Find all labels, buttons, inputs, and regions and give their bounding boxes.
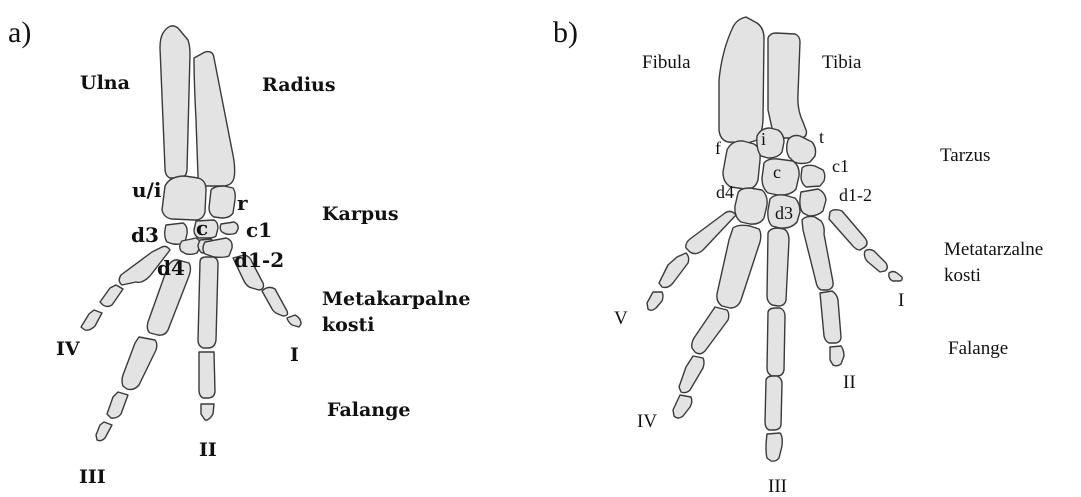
ulna-bone	[160, 26, 190, 178]
label-c1: c1	[246, 220, 272, 240]
digit-label-II-b: II	[843, 373, 856, 392]
carpal-r	[209, 186, 235, 218]
label-falange-a: Falange	[327, 401, 410, 420]
carpal-c1	[220, 222, 238, 234]
tarsal-t	[787, 136, 816, 164]
phalanx-V-1	[659, 253, 689, 288]
digit-label-V-b: V	[614, 309, 628, 328]
phalanx-II-2	[201, 404, 214, 420]
carpal-d4	[180, 238, 200, 254]
phalanx-II-1	[199, 352, 215, 398]
phalanx-IV-2	[679, 356, 704, 393]
tarsal-d4	[735, 188, 767, 224]
label-tibia: Tibia	[822, 53, 861, 72]
label-d4-b: d4	[716, 183, 734, 201]
digit-label-IV-b: IV	[637, 412, 657, 431]
label-f: f	[715, 139, 721, 157]
label-ulna: Ulna	[80, 74, 130, 93]
label-d12: d1-2	[234, 250, 284, 270]
label-d12-b: d1-2	[839, 186, 872, 204]
fibula-bone	[719, 17, 764, 143]
label-r: r	[237, 193, 248, 213]
phalanx-III-1	[122, 337, 157, 390]
label-c: c	[196, 218, 208, 238]
phalanx-IV-2	[81, 310, 102, 330]
metacarpal-II	[198, 257, 218, 348]
label-metatarzalne-line2: kosti	[944, 266, 981, 285]
digit-label-IV-a: IV	[56, 340, 80, 359]
digit-label-I-b: I	[898, 291, 904, 310]
phalanx-II-1	[820, 291, 841, 343]
carpal-d12	[203, 238, 232, 257]
phalanx-V-2	[647, 292, 663, 310]
phalanx-III-2	[765, 376, 782, 430]
tibia-bone	[768, 33, 807, 138]
phalanx-II-2	[830, 346, 844, 366]
label-karpus: Karpus	[322, 205, 399, 224]
label-fibula: Fibula	[642, 53, 691, 72]
metatarsal-III	[767, 228, 789, 306]
label-i: i	[761, 130, 766, 148]
phalanx-I-1	[864, 250, 887, 273]
label-t: t	[819, 128, 824, 146]
label-falange-b: Falange	[948, 339, 1008, 358]
phalanx-I-1	[262, 287, 288, 316]
radius-bone	[194, 52, 235, 186]
phalanx-IV-3	[673, 395, 692, 418]
carpal-ui	[162, 176, 206, 220]
tarsal-c1	[801, 165, 825, 187]
digit-label-III-a: III	[79, 468, 106, 487]
label-d3: d3	[131, 225, 159, 245]
label-d3-b: d3	[775, 204, 793, 222]
phalanx-I-2	[287, 315, 301, 327]
digit-label-I-a: I	[290, 346, 299, 365]
label-tarzus: Tarzus	[940, 146, 990, 165]
phalanx-I-2	[889, 272, 902, 282]
tarsal-d12	[800, 189, 826, 216]
label-ui: u/i	[132, 180, 161, 200]
label-radius: Radius	[262, 76, 336, 95]
metatarsal-IV	[717, 225, 761, 308]
phalanx-III-3	[766, 433, 782, 461]
label-c-b: c	[773, 163, 781, 181]
metatarsal-I	[829, 210, 867, 250]
label-metakarpalne-line2: kosti	[322, 316, 375, 335]
phalanx-III-3	[96, 422, 112, 441]
phalanx-IV-1	[100, 285, 123, 307]
panel-a-tag: a)	[8, 18, 31, 48]
digit-label-III-b: III	[768, 477, 787, 496]
label-c1-b: c1	[832, 157, 849, 175]
digit-label-II-a: II	[199, 441, 217, 460]
phalanx-IV-1	[692, 307, 729, 354]
phalanx-III-1	[767, 308, 785, 376]
label-metatarzalne-line1: Metatarzalne	[944, 240, 1043, 259]
panel-b-bones	[647, 17, 902, 461]
panel-b-tag: b)	[553, 18, 578, 48]
metatarsal-II	[802, 216, 833, 290]
label-metakarpalne-line1: Metakarpalne	[322, 290, 470, 309]
label-d4: d4	[157, 258, 185, 278]
phalanx-III-2	[107, 392, 128, 418]
